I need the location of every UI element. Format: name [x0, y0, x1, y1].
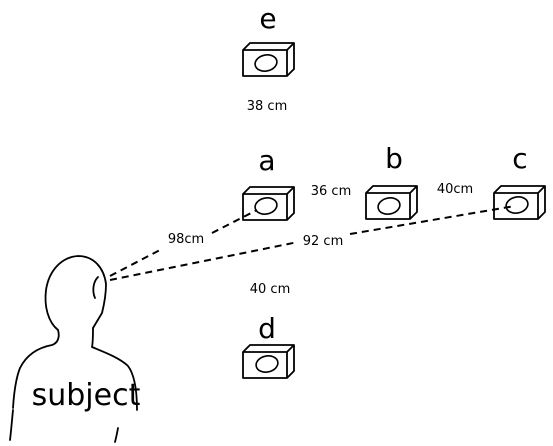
box-c: [493, 185, 546, 220]
subject-figure: [9, 255, 138, 443]
lens-icon: [377, 197, 401, 215]
lens-icon: [254, 197, 278, 215]
distance-subject-to-a: 98cm: [168, 232, 204, 247]
distance-e-to-a: 38 cm: [247, 99, 288, 114]
distance-a-to-d: 40 cm: [250, 282, 291, 297]
box-e: [242, 42, 295, 77]
sight-line-to-a: [109, 249, 161, 277]
box-label-a: a: [258, 144, 275, 177]
distance-a-to-b: 36 cm: [311, 184, 352, 199]
box-a: [242, 186, 295, 221]
box-d: [242, 344, 295, 379]
sight-line-to-c: [109, 241, 299, 281]
box-label-d: d: [258, 312, 276, 345]
distance-subject-to-c: 92 cm: [303, 234, 344, 249]
box-label-c: c: [512, 142, 527, 175]
sight-line-to-c: [349, 205, 516, 235]
sight-line-to-a: [211, 209, 258, 234]
distance-b-to-c: 40cm: [437, 182, 473, 197]
subject-label: subject: [32, 378, 141, 413]
box-label-b: b: [385, 142, 403, 175]
box-label-e: e: [259, 2, 276, 35]
lens-icon: [254, 54, 278, 72]
lens-icon: [255, 355, 279, 373]
box-b: [365, 185, 418, 220]
lens-icon: [505, 196, 529, 214]
